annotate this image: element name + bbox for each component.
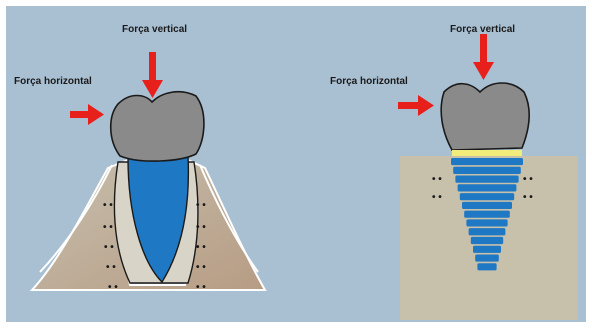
implant-abutment: [452, 150, 522, 156]
vertical-force-label-right: Força vertical: [450, 24, 515, 35]
implant-thread: [462, 202, 512, 209]
implant-thread: [477, 263, 496, 270]
bone-mark: • •: [432, 192, 442, 203]
ligament-mark: • •: [196, 262, 206, 273]
implant-thread: [460, 193, 514, 200]
implant-thread: [464, 211, 510, 218]
implant-thread: [475, 254, 499, 261]
ligament-mark: • •: [106, 262, 116, 273]
implant-thread: [451, 158, 523, 165]
implant-thread: [458, 184, 517, 191]
ligament-mark: • •: [103, 222, 113, 233]
ligament-mark: • •: [104, 242, 114, 253]
ligament-mark: • •: [196, 200, 206, 211]
bone-mark: • •: [523, 174, 533, 185]
implant-thread: [469, 228, 506, 235]
implant-crown: [441, 83, 529, 150]
ligament-mark: • •: [196, 222, 206, 233]
ligament-mark: • •: [108, 282, 118, 293]
implant-thread: [466, 219, 507, 226]
tooth-crown: [111, 92, 204, 161]
implant-thread: [471, 237, 503, 244]
horizontal-force-label-left: Força horizontal: [14, 76, 92, 87]
implant-thread: [473, 246, 501, 253]
ligament-mark: • •: [103, 200, 113, 211]
implant-thread: [455, 176, 518, 183]
implant-thread: [453, 167, 521, 174]
horizontal-force-label-right: Força horizontal: [330, 76, 408, 87]
bone-mark: • •: [432, 174, 442, 185]
bone-mark: • •: [523, 192, 533, 203]
vertical-force-label-left: Força vertical: [122, 24, 187, 35]
ligament-mark: • •: [196, 282, 206, 293]
ligament-mark: • •: [196, 242, 206, 253]
